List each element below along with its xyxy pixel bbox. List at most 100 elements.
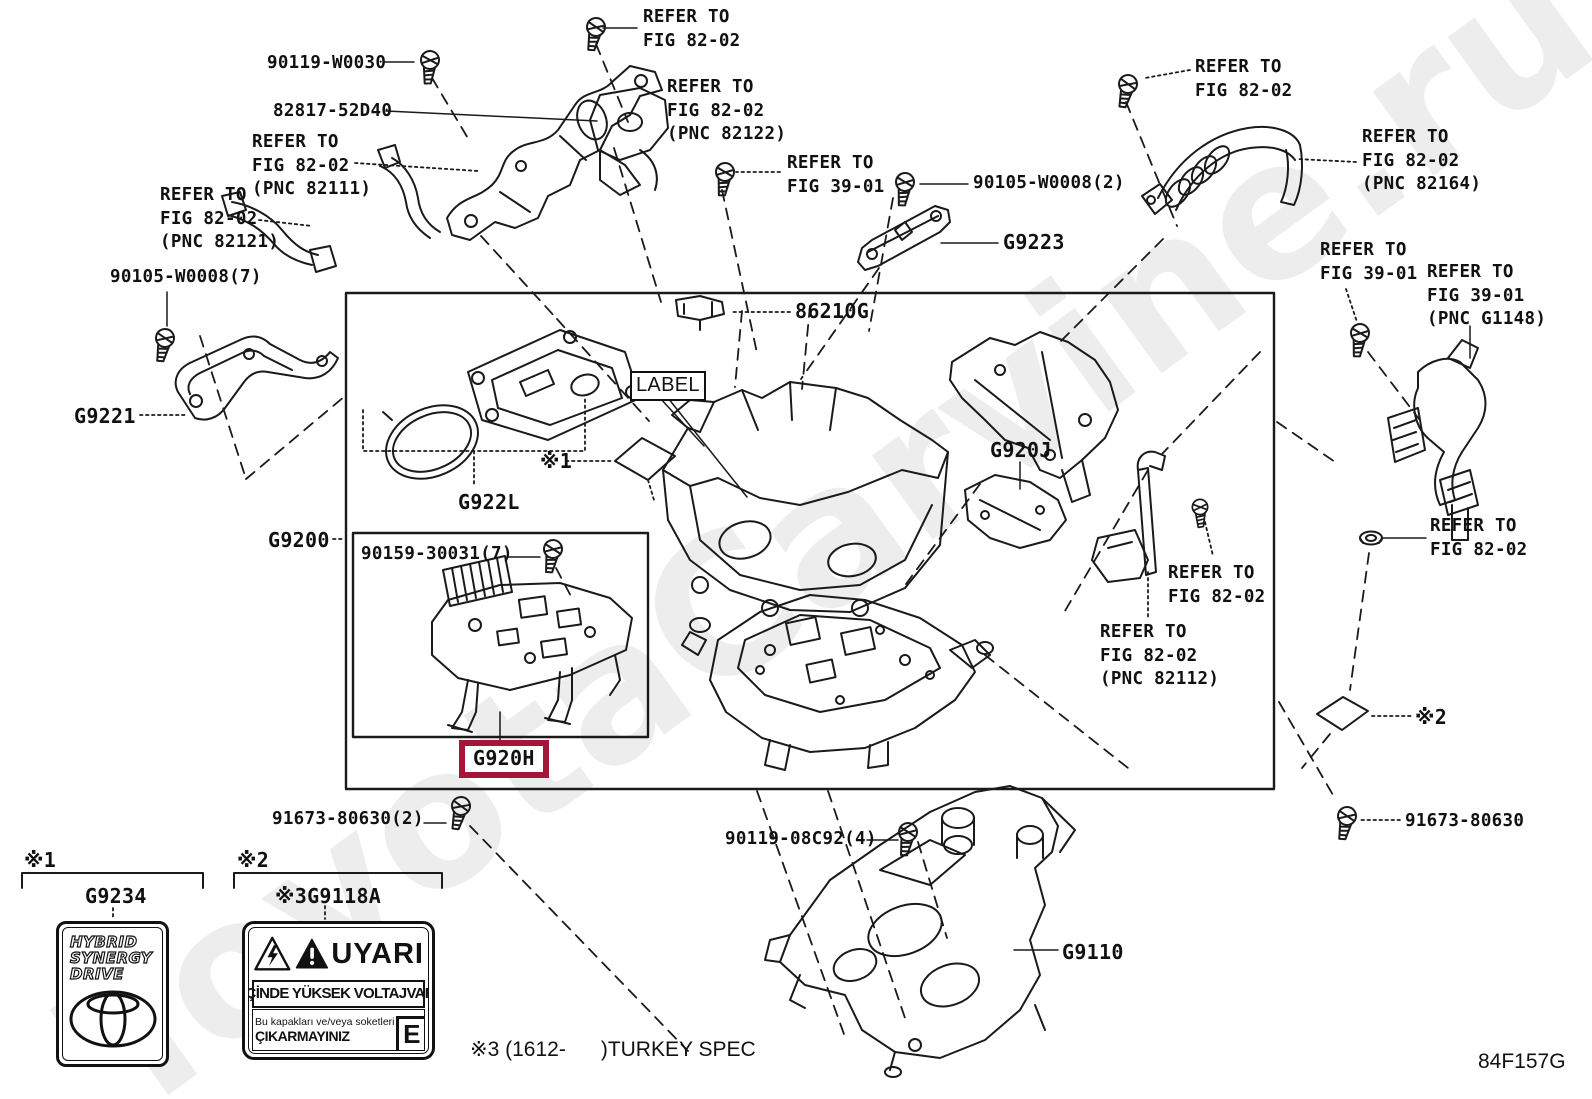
- part-g920h-line1: G920H: [473, 746, 535, 770]
- refer-fig39-01-pnc-g1148-line3: (PNC G1148): [1427, 309, 1547, 329]
- hybrid-label-line2: SYNERGY: [69, 949, 153, 967]
- part-90119-w0030-line1: 90119-W0030: [267, 53, 387, 73]
- refer-fig82-02-topright-line2: FIG 82-02: [1195, 80, 1293, 101]
- warning-caution-line2: ÇIKARMAYINIZ: [255, 1028, 350, 1044]
- part-g9221-line1: G9221: [74, 404, 136, 428]
- marker-1-diagram-line1: ※1: [540, 449, 573, 473]
- refer-fig39-01-pnc-g1148: REFER TO FIG 39-01 (PNC G1148): [1427, 261, 1546, 332]
- marker-2-legend: ※2: [237, 848, 269, 872]
- marker-2-diagram-line1: ※2: [1415, 705, 1448, 729]
- part-g9234: G9234: [85, 884, 147, 908]
- part-91673-80630-2-line1: 91673-80630(2): [272, 809, 424, 829]
- part-g920j: G920J: [990, 438, 1052, 462]
- part-g922l: G922L: [458, 490, 520, 514]
- part-90119-08c92-4-line1: 90119-08C92(4): [725, 829, 877, 849]
- refer-fig82-02-right-line1: REFER TO: [1430, 516, 1517, 536]
- refer-fig82-02-pnc82164-line2: FIG 82-02: [1362, 150, 1460, 171]
- part-g9200-line1: G9200: [268, 528, 330, 552]
- spec-note-line1: ※3 (1612- )TURKEY SPEC: [470, 1038, 756, 1061]
- warning-caution-text: Bu kapakları ve/veya soketleri ÇIKARMAYI…: [253, 1010, 396, 1050]
- spec-note: ※3 (1612- )TURKEY SPEC: [470, 1038, 756, 1062]
- part-drawing-arm-82111: [377, 144, 441, 239]
- part-90105-w0008-7-line1: 90105-W0008(7): [110, 267, 262, 287]
- refer-fig39-01-left: REFER TO FIG 39-01: [787, 152, 885, 199]
- part-90119-w0030: 90119-W0030: [267, 52, 386, 76]
- part-drawing-g1148: [1387, 339, 1487, 541]
- refer-fig82-02-top-line2: FIG 82-02: [643, 30, 741, 51]
- part-g920h: G920H: [459, 740, 549, 778]
- warning-e-badge: E: [396, 1016, 424, 1050]
- label-tag-line1: LABEL: [636, 374, 700, 396]
- part-90159-30031-7: 90159-30031(7): [361, 543, 513, 567]
- part-drawing-g920h-board: [431, 555, 633, 733]
- refer-fig82-02-pnc82122: REFER TO FIG 82-02 (PNC 82122): [667, 76, 786, 147]
- refer-fig82-02-topright-line1: REFER TO: [1195, 57, 1282, 77]
- refer-fig82-02-pnc82122-line2: FIG 82-02: [667, 100, 765, 121]
- part-g9118a-line1: ※3G9118A: [275, 884, 382, 908]
- part-82817-52d40: 82817-52D40: [273, 100, 392, 124]
- marker-1-legend: ※1: [24, 848, 56, 872]
- refer-fig82-02-pnc82121-line2: FIG 82-02: [160, 208, 258, 229]
- refer-fig82-02-top-line1: REFER TO: [643, 7, 730, 27]
- leader-lines: [166, 27, 1471, 951]
- warning-voltage-line: İÇİNDE YÜKSEK VOLTAJVAR: [249, 979, 428, 1008]
- part-90105-w0008-2: 90105-W0008(2): [973, 172, 1125, 196]
- part-g9221: G9221: [74, 404, 136, 428]
- refer-fig39-01-pnc-g1148-line2: FIG 39-01: [1427, 285, 1525, 306]
- part-drawing-g9223: [857, 205, 951, 271]
- part-drawing-top-left-bracket: [446, 65, 663, 241]
- marker-2-diagram: ※2: [1415, 705, 1447, 729]
- figure-code-line1: 84F157G: [1478, 1050, 1566, 1073]
- part-g9110: G9110: [1062, 940, 1124, 964]
- refer-fig39-01-pnc-g1148-line1: REFER TO: [1427, 262, 1514, 282]
- part-82817-52d40-line1: 82817-52D40: [273, 101, 393, 121]
- part-drawing-hook-bracket: [1091, 450, 1166, 583]
- refer-fig82-02-pnc82121-line1: REFER TO: [160, 185, 247, 205]
- hybrid-label-line1: HYBRID: [69, 933, 138, 951]
- refer-fig82-02-pnc82112-line2: FIG 82-02: [1100, 645, 1198, 666]
- caution-icon: [295, 939, 328, 969]
- warning-title: UYARI: [331, 937, 424, 970]
- refer-fig39-01-left-line2: FIG 39-01: [787, 176, 885, 197]
- marker-diamond-2: [1316, 696, 1369, 731]
- part-g9223-line1: G9223: [1003, 230, 1065, 254]
- legend-brackets: [21, 872, 443, 889]
- part-drawing-hose-82121: [221, 191, 337, 273]
- part-91673-80630: 91673-80630: [1405, 810, 1524, 834]
- refer-fig39-01-right-line1: REFER TO: [1320, 240, 1407, 260]
- part-drawing-86210g-clip: [675, 295, 725, 331]
- refer-fig82-02-pnc82164-line3: (PNC 82164): [1362, 174, 1482, 194]
- high-voltage-icon: [254, 937, 291, 971]
- refer-fig39-01-left-line1: REFER TO: [787, 153, 874, 173]
- refer-fig82-02-mid-line2: FIG 82-02: [1168, 586, 1266, 607]
- refer-fig82-02-pnc82122-line1: REFER TO: [667, 77, 754, 97]
- refer-fig82-02-topright: REFER TO FIG 82-02: [1195, 56, 1293, 103]
- part-g9234-line1: G9234: [85, 884, 147, 908]
- part-drawing-top-center-cluster: [576, 87, 669, 196]
- part-drawing-g920j-brackets: [949, 331, 1119, 549]
- part-86210g-line1: 86210G: [795, 299, 870, 323]
- part-g9223: G9223: [1003, 230, 1065, 254]
- refer-fig82-02-pnc82122-line3: (PNC 82122): [667, 124, 787, 144]
- warning-label-g9118a: UYARI İÇİNDE YÜKSEK VOLTAJVAR Bu kapakla…: [242, 921, 435, 1060]
- part-91673-80630-2: 91673-80630(2): [272, 808, 424, 832]
- toyota-logo-icon: [69, 990, 156, 1048]
- warning-label-top-row: UYARI: [249, 928, 428, 979]
- refer-fig82-02-pnc82111-line2: FIG 82-02: [252, 155, 350, 176]
- part-90119-08c92-4: 90119-08C92(4): [725, 828, 877, 852]
- figure-code: 84F157G: [1478, 1050, 1566, 1074]
- part-g9118a: ※3G9118A: [275, 884, 381, 908]
- marker-1-legend-line1: ※1: [24, 848, 57, 872]
- part-drawing-harness-82164: [1141, 126, 1303, 215]
- refer-fig82-02-pnc82112-line3: (PNC 82112): [1100, 669, 1220, 689]
- dotted-leader-lines: [112, 69, 1412, 920]
- assembly-dash-lines: [199, 43, 1420, 1052]
